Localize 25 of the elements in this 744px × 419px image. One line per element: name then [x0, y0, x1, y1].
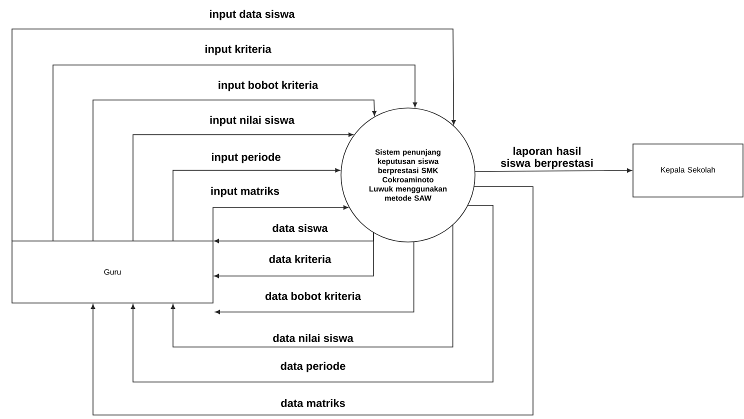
- arrow: [90, 186, 534, 416]
- edge-label: input kriteria: [204, 44, 272, 56]
- arrow: [132, 132, 354, 242]
- edge-label: data matriks: [280, 398, 346, 408]
- edge-label: data nilai siswa: [272, 332, 354, 344]
- edge-label: laporan hasil siswa berprestasi: [490, 146, 604, 170]
- edge-label: input nilai siswa: [208, 114, 296, 128]
- arrow: [212, 205, 348, 242]
- arrow: [170, 224, 454, 348]
- arrow: [52, 64, 418, 242]
- arrow: [130, 205, 494, 382]
- arrow: [474, 168, 632, 173]
- edge-label: input matriks: [209, 186, 281, 198]
- edge-label: data siswa: [271, 222, 329, 234]
- edge-label: input periode: [210, 152, 282, 164]
- edge-label: input bobot kriteria: [216, 80, 320, 92]
- arrow: [215, 241, 414, 314]
- arrow: [12, 28, 456, 242]
- edge-label: data kriteria: [268, 254, 332, 264]
- edge-label: data periode: [279, 360, 347, 374]
- edge-label: input data siswa: [208, 8, 296, 22]
- arrow: [172, 168, 340, 242]
- arrow: [92, 100, 376, 242]
- arrow: [214, 232, 374, 278]
- edge-label: data bobot kriteria: [264, 290, 362, 302]
